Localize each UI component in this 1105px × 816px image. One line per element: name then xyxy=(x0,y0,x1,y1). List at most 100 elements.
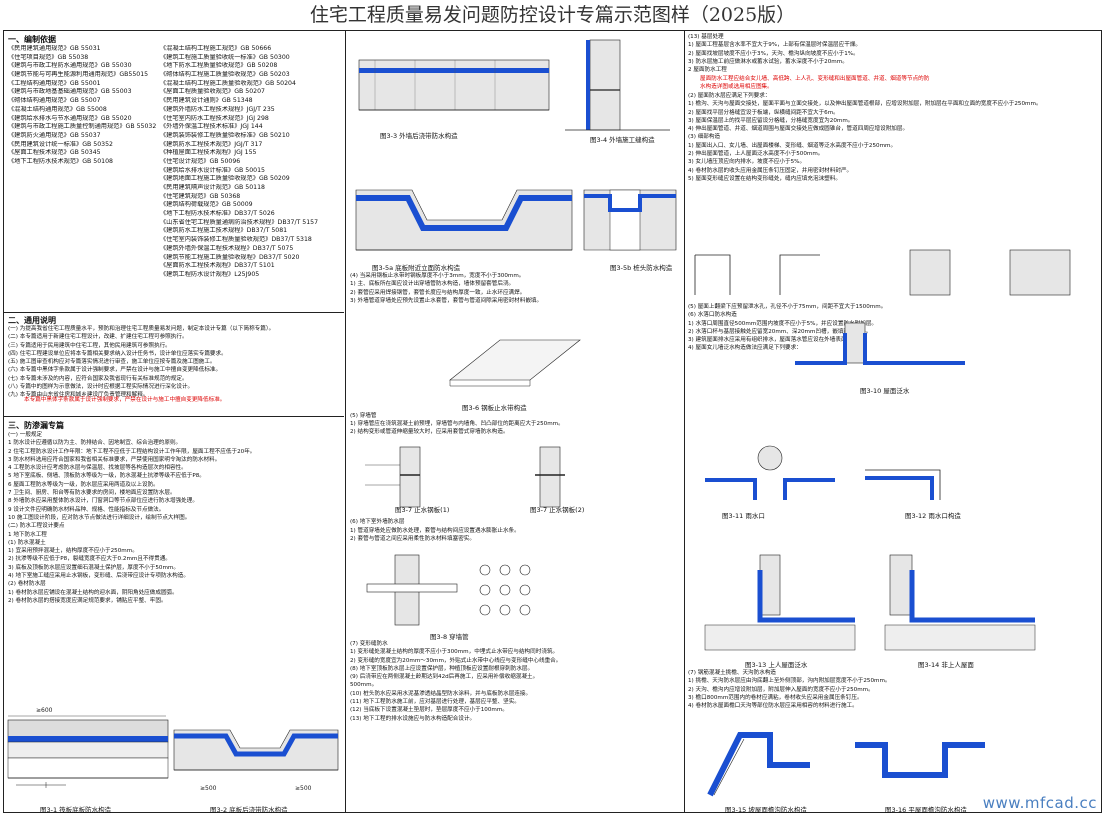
wp-notes-line: 1) 宜采用预拌混凝土，结构厚度不应小于250mm。 xyxy=(8,548,138,555)
column-divider-2 xyxy=(684,30,685,813)
wp-notes-line: 2) 卷材防水层的搭接宽度应满足规范要求，铺贴应平整、牢固。 xyxy=(8,597,167,604)
caption-3-10: 图3-10 屋面泛水 xyxy=(860,387,910,395)
caption-3-16: 图3-16 平屋面檐沟防水构造 xyxy=(885,806,967,814)
general-notes: (一) 为提高我省住宅工程质量水平，预防和治理住宅工程质量易发问题，制定本设计专… xyxy=(8,325,343,400)
right-mid-line: (2) 屋面防水层应满足下列要求： xyxy=(688,93,771,99)
refs-mid-line: 《砌体结构工程施工质量验收规范》GB 50203 xyxy=(160,71,290,79)
figure-3-13-drawing xyxy=(704,554,856,651)
wp-notes-line: (1) 防水混凝土 xyxy=(8,539,46,546)
wp-notes-line: (一) 一般规定 xyxy=(8,432,43,438)
right-mid-line: 3) 屋面保温层上的找平层应留设分格缝，分格缝宽度宜为20mm。 xyxy=(688,117,854,124)
right-notes-mid: (2) 屋面防水层应满足下列要求： 1) 檐沟、天沟与屋面交接处，屋面平面与立面交… xyxy=(688,92,1098,183)
right-mid-line: 1) 檐沟、天沟与屋面交接处，屋面平面与立面交接处，以及伸出屋面管道根部，应增设… xyxy=(688,101,1042,108)
right-top-line: 1) 屋面工程基层含水率不宜大于9%，上部有保温层时保温层应干燥。 xyxy=(688,42,862,49)
caption-3-5a: 图3-5a 底板附近立面防水构造 xyxy=(372,264,461,272)
caption-3-8: 图3-8 穿墙管 xyxy=(430,633,469,641)
right-notes-low: (5) 屋面上翻梁下应预留泄水孔，孔径不小于75mm，间距不宜大于1500mm。… xyxy=(688,303,1098,353)
general-notes-line: (九) 本专篇由山东省住房和城乡建设厅负责管理和解释。 xyxy=(8,392,149,399)
right-top-line: 2) 屋面找坡层坡度不应小于3%，天沟、檐沟纵向坡度不应小于1%。 xyxy=(688,50,859,57)
right-top-line: 2 屋面防水工程 xyxy=(688,67,727,74)
right-top-line: 3) 防水层施工前应做淋水或蓄水试验，蓄水深度不小于20mm。 xyxy=(688,58,848,65)
figure-3-8-drawing xyxy=(366,554,531,626)
refs-right-line: 《建筑外墙外保温工程技术规程》DB37/T 5075 xyxy=(160,244,294,252)
refs-mid-line: 《住宅室内防水工程技术规范》JGJ 298 xyxy=(160,114,269,122)
refs-left-line: 《建筑节能与可再生能源利用通用规范》GB55015 xyxy=(8,71,149,79)
wp-notes-line: 9 设计文件应明确防水材料品种、规格、性能指标及节点做法。 xyxy=(8,506,165,513)
right-red-note: 屋面防水工程应结合女儿墙、高低跨、上人孔、变形缝和出屋面管道、井道、烟道等节点的… xyxy=(700,76,930,91)
general-notes-line: (八) 专篇中的图样为示意做法，设计时应根据工程实际情况进行深化设计。 xyxy=(8,384,194,391)
refs-left-line: 《工程结构通用规范》GB 55001 xyxy=(8,79,101,87)
svg-text:≥600: ≥600 xyxy=(36,707,53,714)
refs-mid-line: 《建筑装饰装修工程质量验收标准》GB 50210 xyxy=(160,131,290,139)
right-mid-line: 5) 屋面变形缝应设置在结构变形缝处，缝内应填充泡沫塑料。 xyxy=(688,175,841,182)
figure-3-6-drawing xyxy=(449,339,581,387)
mid-top-line: (4) 当采用钢板止水带时钢板厚度不小于3mm，宽度不小于300mm。 xyxy=(350,273,525,279)
right-low-line: 3) 建筑屋面排水应采用有组织排水，屋面落水管应设在外墙表面。 xyxy=(688,337,853,344)
right-bot-line: (7) 钢筋混凝土挑檐、天沟防水构造 xyxy=(688,670,777,676)
svg-text:≥500: ≥500 xyxy=(295,785,312,792)
figure-3-14-drawing xyxy=(884,554,1036,651)
waterproof-notes: (一) 一般规定 1 防水设计应遵循以防为主、防排结合、因地制宜、综合治理的原则。… xyxy=(8,431,343,605)
wp-notes-line: 10 施工图设计阶段，应对防水节点做法进行详细设计，绘制节点大样图。 xyxy=(8,514,191,521)
refs-left-line: 《地下工程防水技术规范》GB 50108 xyxy=(8,157,113,165)
right-mid-line: 4) 卷材防水层的收头应用金属压条钉压固定，并用密封材料封严。 xyxy=(688,167,853,174)
right-low-line: 4) 屋面女儿墙泛水构造做法应满足下列要求： xyxy=(688,345,802,352)
general-notes-line: (一) 为提高我省住宅工程质量水平，预防和治理住宅工程质量易发问题，制定本设计专… xyxy=(8,326,275,332)
wp-notes-line: 3 防水材料选用应符合国家和我省相关标准要求，严禁使用国家明令淘汰的防水材料。 xyxy=(8,456,221,463)
figure-3-1-drawing: ≥600 xyxy=(7,707,169,788)
refs-mid-line: 《外墙外保温工程技术标准》JGJ 144 xyxy=(160,123,263,131)
section-heading-general: 二、通用说明 xyxy=(8,316,56,325)
caption-3-6: 图3-6 钢板止水带构造 xyxy=(462,404,527,412)
caption-3-1: 图3-1 筏板底板防水构造 xyxy=(40,806,112,814)
figure-3-10-drawing xyxy=(795,322,965,365)
refs-mid-line: 《住宅设计规范》GB 50096 xyxy=(160,157,241,165)
refs-left-line: 《建筑与市政工程防水通用规范》GB 55030 xyxy=(8,62,132,70)
mid-5-line: 1) 穿墙管应在浇筑混凝土前预埋，穿墙管与内墙角、凹凸部位的距离应大于250mm… xyxy=(350,421,564,427)
mid-7-line: (10) 桩头防水应采用水泥基渗透结晶型防水涂料，并与底板防水层连接。 xyxy=(350,690,532,697)
figure-3-5b-drawing xyxy=(583,189,677,251)
wp-notes-line: 2 住宅工程防水设计工作年限：地下工程不应低于工程结构设计工作年限，屋面工程不应… xyxy=(8,448,256,455)
refs-right-line: 《建筑工程防水设计规程》L25J905 xyxy=(160,270,260,278)
refs-right-line: 《住宅建筑规范》GB 50368 xyxy=(160,192,241,200)
mid-top-line: 2) 套管应采用焊接钢管，套管长度应与结构厚度一致，止水环应满焊。 xyxy=(350,289,526,296)
mid-7-line: (7) 变形缝防水 xyxy=(350,641,388,647)
right-bot-line: 3) 檐口800mm范围内的卷材应满粘，卷材收头应采用金属压条钉压。 xyxy=(688,694,863,701)
figure-3-3-drawing xyxy=(358,59,550,111)
refs-mid-line: 《建筑外墙防水工程技术规程》JGJ/T 235 xyxy=(160,105,275,113)
mid-top-line: 3) 外墙管道穿墙处应预先设置止水套管，套管与管道间隙采用密封材料嵌填。 xyxy=(350,297,543,304)
wp-notes-line: 2) 抗渗等级不应低于P8，裂缝宽度不应大于0.2mm且不得贯通。 xyxy=(8,556,171,563)
caption-3-14: 图3-14 非上人屋面 xyxy=(918,661,974,669)
refs-right-line: 《山东省住宅工程质量通病防治技术规程》DB37/T 5157 xyxy=(160,218,319,226)
caption-3-4: 图3-4 外墙施工缝构造 xyxy=(590,136,655,144)
refs-left-line: 《建筑给水排水与节水通用规范》GB 55020 xyxy=(8,114,132,122)
figure-3-5a-drawing xyxy=(355,189,573,251)
right-mid-line: 3) 女儿墙压顶应向内排水，坡度不应小于5%。 xyxy=(688,159,806,166)
section-divider-1 xyxy=(4,312,344,313)
wp-notes-line: 1 防水设计应遵循以防为主、防排结合、因地制宜、综合治理的原则。 xyxy=(8,440,182,447)
svg-text:≥500: ≥500 xyxy=(200,785,217,792)
caption-3-7a: 图3-7 止水钢板(1) xyxy=(395,506,450,514)
refs-right-line: 《建筑防水工程施工技术规程》DB37/T 5081 xyxy=(160,227,288,235)
general-notes-line: (六) 本专篇中黑体字条款属于设计强制要求，严禁在设计与施工中擅自变更降低标准。 xyxy=(8,367,222,374)
refs-right-line: 《建筑给水排水设计标准》GB 50015 xyxy=(160,166,265,174)
figure-3-7a-drawing xyxy=(365,446,421,508)
caption-3-7b: 图3-7 止水钢板(2) xyxy=(530,506,585,514)
mid-7-line: (9) 后浇带应在两侧混凝土龄期达到42d后再施工，应采用补偿收缩混凝土。 xyxy=(350,674,539,681)
red-mandatory-note: 本专篇中黑体字条款属于设计强制要求，严禁在设计与施工中擅自变更降低标准。 xyxy=(24,397,226,403)
caption-3-11: 图3-11 雨水口 xyxy=(722,512,765,520)
section-heading-waterproof: 三、防渗漏专篇 xyxy=(8,421,64,430)
refs-mid-line: 《建筑工程施工质量验收统一标准》GB 50300 xyxy=(160,53,290,61)
wp-notes-line: 4 工程防水设计应考虑防水层与保温层、找坡层等各构造层次的相容性。 xyxy=(8,465,187,472)
refs-mid-line: 《地下防水工程质量验收规范》GB 50208 xyxy=(160,62,278,70)
mid-7-line: 2) 变形缝的宽度宜为20mm～30mm，外贴式止水带中心线应与变形缝中心线重合… xyxy=(350,657,562,664)
refs-left-line: 《砌体结构通用规范》GB 55007 xyxy=(8,97,101,105)
wp-notes-line: 1 地下防水工程 xyxy=(8,531,47,538)
right-low-line: (6) 水落口防水构造 xyxy=(688,312,737,319)
mid-heading-6: (6) 地下室外墙防水层 xyxy=(350,519,405,525)
general-notes-line: (四) 住宅工程建设单位应将本专篇相关要求纳入设计任务书，设计单位应落实专篇要求… xyxy=(8,350,227,357)
figure-3-15-drawing xyxy=(707,732,810,797)
mid-7-line: 500mm。 xyxy=(350,682,378,689)
figure-3-12-drawing xyxy=(865,469,941,500)
refs-left-line: 《屋面工程技术规范》GB 50345 xyxy=(8,149,101,157)
refs-left-line: 《住宅项目规范》GB 55038 xyxy=(8,53,89,61)
